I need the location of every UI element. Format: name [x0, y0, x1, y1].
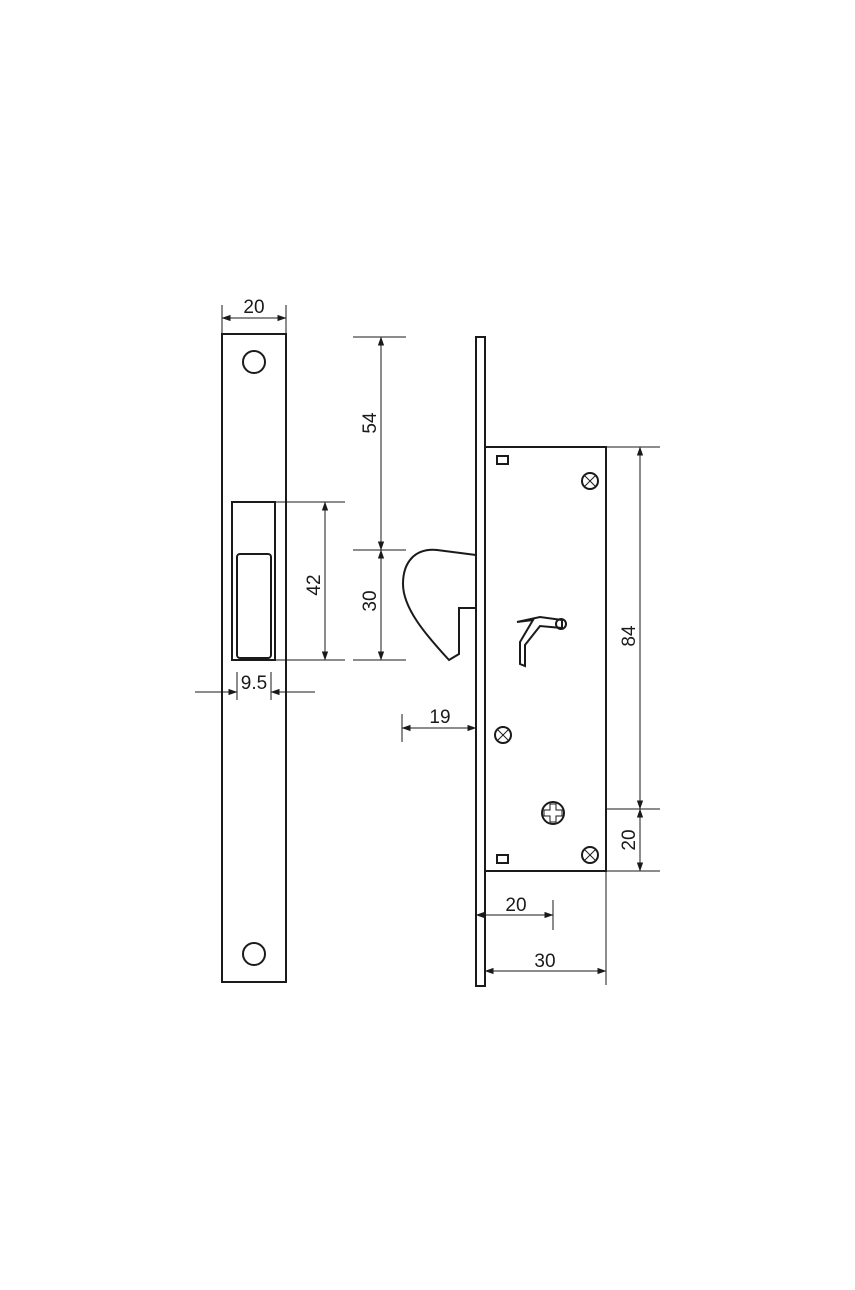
dim-top-offset-label: 54 [360, 412, 381, 434]
dim-opening-height-label: 42 [304, 574, 325, 595]
dim-body-depth: 30 [484, 871, 607, 985]
cylinder-slot-icon [516, 615, 567, 668]
lock-faceplate [475, 336, 486, 987]
dim-opening-height: 42 [275, 501, 345, 661]
strike-opening [231, 501, 276, 661]
dim-body-height: 84 [606, 446, 660, 872]
dim-strike-width: 20 [221, 297, 287, 334]
dim-lower-depth-label: 20 [505, 895, 526, 916]
dim-backset: 19 [401, 707, 477, 742]
strike-plate [221, 333, 287, 983]
faceplate-outline [475, 336, 486, 987]
dim-backset-label: 19 [429, 707, 450, 728]
dim-opening-inset: 9.5 [195, 672, 315, 700]
dim-bottom-offset: 20 [619, 808, 644, 872]
case-top-slot [496, 455, 509, 465]
rivet-middle-left-icon [494, 726, 512, 744]
lock-case-outline [484, 446, 607, 872]
phillips-screw-icon [541, 801, 565, 825]
dim-hook-height-label: 30 [360, 590, 381, 611]
rivet-bottom-right-icon [581, 846, 599, 864]
strike-opening-inner [236, 553, 272, 659]
dim-opening-inset-label: 9.5 [241, 673, 267, 694]
strike-plate-outline [221, 333, 287, 983]
case-bottom-slot [496, 854, 509, 864]
hook-bolt [401, 548, 477, 662]
dim-body-height-label: 84 [619, 625, 640, 647]
dim-bottom-offset-label: 20 [619, 829, 640, 850]
strike-top-screw-hole [242, 350, 266, 374]
dim-top-offset: 54 [353, 336, 406, 661]
strike-bottom-screw-hole [242, 942, 266, 966]
dim-hook-height: 30 [360, 549, 385, 661]
lock-case [484, 446, 607, 872]
dim-body-depth-label: 30 [534, 951, 555, 972]
rivet-top-right-icon [581, 472, 599, 490]
dim-strike-width-label: 20 [243, 297, 264, 318]
dim-lower-depth: 20 [475, 895, 554, 930]
